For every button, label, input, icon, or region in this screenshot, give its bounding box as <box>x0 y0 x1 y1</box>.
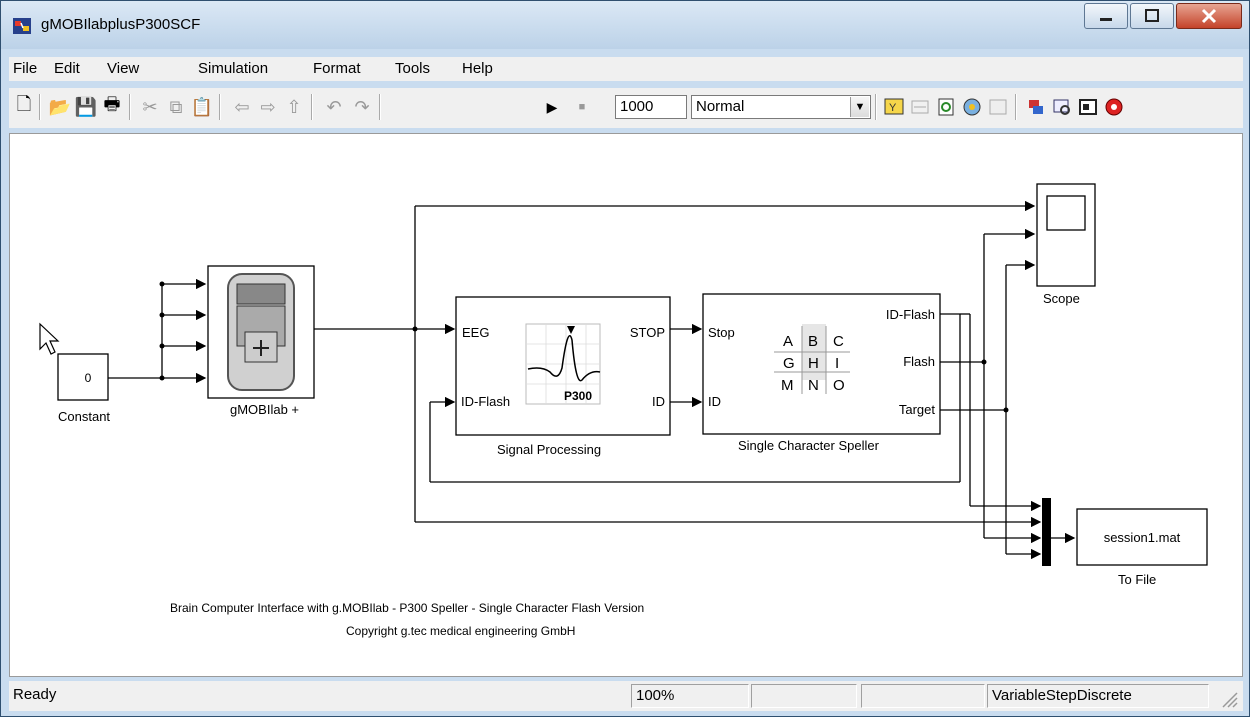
minimize-icon <box>1100 18 1112 21</box>
port-id-in: ID <box>708 394 721 409</box>
port-flash: Flash <box>903 354 935 369</box>
signal-lines <box>108 200 1076 560</box>
annotation-line-2: Copyright g.tec medical engineering GmbH <box>346 624 575 638</box>
copy-icon[interactable]: ⧉ <box>169 96 183 117</box>
zoom-level: 100% <box>631 684 749 708</box>
start-simulation-icon[interactable]: ▶ <box>546 98 558 115</box>
model-annotation[interactable]: Brain Computer Interface with g.MOBIlab … <box>170 601 644 638</box>
menu-format[interactable]: Format <box>313 60 361 77</box>
resize-grip-icon[interactable] <box>1217 687 1239 709</box>
svg-text:N: N <box>808 377 819 394</box>
status-cell-empty-1 <box>751 684 857 708</box>
menu-tools[interactable]: Tools <box>395 60 431 77</box>
forward-arrow-icon[interactable]: ⇨ <box>260 96 276 117</box>
minimize-button[interactable] <box>1084 3 1128 29</box>
port-id-flash-in: ID-Flash <box>461 394 510 409</box>
constant-value: 0 <box>85 371 92 385</box>
scope-block[interactable]: Scope <box>1036 183 1096 306</box>
speller-block[interactable]: Stop ID ID-Flash Flash Target A B C G H … <box>702 293 941 453</box>
svg-text:G: G <box>783 355 795 372</box>
update-diagram-icon[interactable] <box>909 96 931 118</box>
to-file-filename: session1.mat <box>1104 530 1181 545</box>
new-model-icon[interactable]: 🗋 <box>16 94 32 114</box>
gmobilab-block[interactable]: gMOBIlab + <box>207 265 315 417</box>
maximize-button[interactable] <box>1130 3 1174 29</box>
svg-text:P300: P300 <box>564 389 592 403</box>
gmobilab-label: gMOBIlab + <box>230 402 299 417</box>
mouse-cursor-icon <box>39 322 60 355</box>
close-button[interactable] <box>1176 3 1242 29</box>
svg-text:H: H <box>808 355 819 372</box>
redo-icon[interactable]: ↷ <box>354 96 370 117</box>
print-icon[interactable]: 🖶 <box>103 94 121 114</box>
debug-icon[interactable] <box>1025 96 1047 118</box>
scope-screen-icon <box>1046 195 1086 231</box>
svg-text:C: C <box>833 333 844 350</box>
menu-simulation[interactable]: Simulation <box>198 60 269 77</box>
maximize-icon <box>1145 9 1159 22</box>
undo-icon[interactable]: ↶ <box>326 96 342 117</box>
speller-matrix-icon: A B C G H I M N O <box>774 324 850 394</box>
simulation-mode-select[interactable]: Normal ▼ <box>691 95 871 119</box>
toolbar: 🗋 📂 💾 🖶 ✂ ⧉ 📋 ⇦ ⇨ ⇧ ↶ ↷ ▶ ■ 1000 Normal … <box>9 88 1243 128</box>
scope-label: Scope <box>1043 291 1080 306</box>
paste-icon[interactable]: 📋 <box>190 96 214 117</box>
menu-file[interactable]: File <box>13 60 38 77</box>
annotation-line-1: Brain Computer Interface with g.MOBIlab … <box>170 601 644 615</box>
library-browser-icon[interactable] <box>961 96 983 118</box>
junction-dots <box>159 281 1009 413</box>
to-file-block[interactable]: session1.mat To File <box>1076 508 1208 587</box>
menu-bar: File Edit View Simulation Format Tools H… <box>9 57 1243 81</box>
status-text: Ready <box>13 686 57 703</box>
menu-view[interactable]: View <box>107 60 140 77</box>
port-stop-in: Stop <box>708 325 735 340</box>
status-cell-empty-2 <box>861 684 985 708</box>
title-bar[interactable]: gMOBIlabplusP300SCF <box>1 1 1249 49</box>
simulation-mode-value: Normal <box>696 98 745 115</box>
back-arrow-icon[interactable]: ⇦ <box>234 96 250 117</box>
svg-text:M: M <box>781 377 794 394</box>
port-id-flash-out: ID-Flash <box>886 307 935 322</box>
port-target: Target <box>899 402 936 417</box>
menu-help[interactable]: Help <box>462 60 493 77</box>
mux-block[interactable] <box>1042 498 1051 566</box>
build-icon[interactable]: Y <box>883 96 905 118</box>
svg-text:I: I <box>835 355 839 372</box>
stop-simulation-icon[interactable]: ■ <box>578 101 586 113</box>
profiler-icon[interactable] <box>1051 96 1073 118</box>
menu-edit[interactable]: Edit <box>54 60 80 77</box>
solver-name: VariableStepDiscrete <box>987 684 1209 708</box>
svg-text:Y: Y <box>889 102 897 114</box>
block-diagram: 0 Constant gMOBIlab + EEG ID-Flash STOP … <box>39 183 1208 638</box>
port-stop: STOP <box>630 325 665 340</box>
p300-waveform-icon: P300 <box>525 323 601 405</box>
help-icon[interactable] <box>1103 96 1125 118</box>
speller-label: Single Character Speller <box>738 438 880 453</box>
status-bar: Ready 100% VariableStepDiscrete <box>9 681 1243 711</box>
port-id-out: ID <box>652 394 665 409</box>
svg-text:B: B <box>808 333 818 350</box>
stop-time-input[interactable]: 1000 <box>615 95 687 119</box>
signal-processing-block[interactable]: EEG ID-Flash STOP ID P300 Signal Process… <box>455 296 671 457</box>
window-title: gMOBIlabplusP300SCF <box>41 16 201 33</box>
constant-block[interactable]: 0 Constant <box>57 353 110 424</box>
save-icon[interactable]: 💾 <box>74 96 98 117</box>
signal-processing-label: Signal Processing <box>497 442 601 457</box>
port-eeg: EEG <box>462 325 489 340</box>
svg-text:O: O <box>833 377 845 394</box>
close-icon <box>1201 8 1217 24</box>
simulink-app-icon <box>13 18 31 34</box>
model-canvas[interactable]: 0 Constant gMOBIlab + EEG ID-Flash STOP … <box>9 133 1243 677</box>
chevron-down-icon[interactable]: ▼ <box>850 97 869 117</box>
up-arrow-icon[interactable]: ⇧ <box>286 96 302 117</box>
block-editor-icon[interactable] <box>1077 96 1099 118</box>
open-folder-icon[interactable]: 📂 <box>48 96 72 117</box>
model-explorer-icon[interactable] <box>987 96 1009 118</box>
to-file-label: To File <box>1118 572 1156 587</box>
svg-text:A: A <box>783 333 793 350</box>
constant-label: Constant <box>58 409 110 424</box>
cut-icon[interactable]: ✂ <box>142 96 158 117</box>
refresh-icon[interactable] <box>935 96 957 118</box>
